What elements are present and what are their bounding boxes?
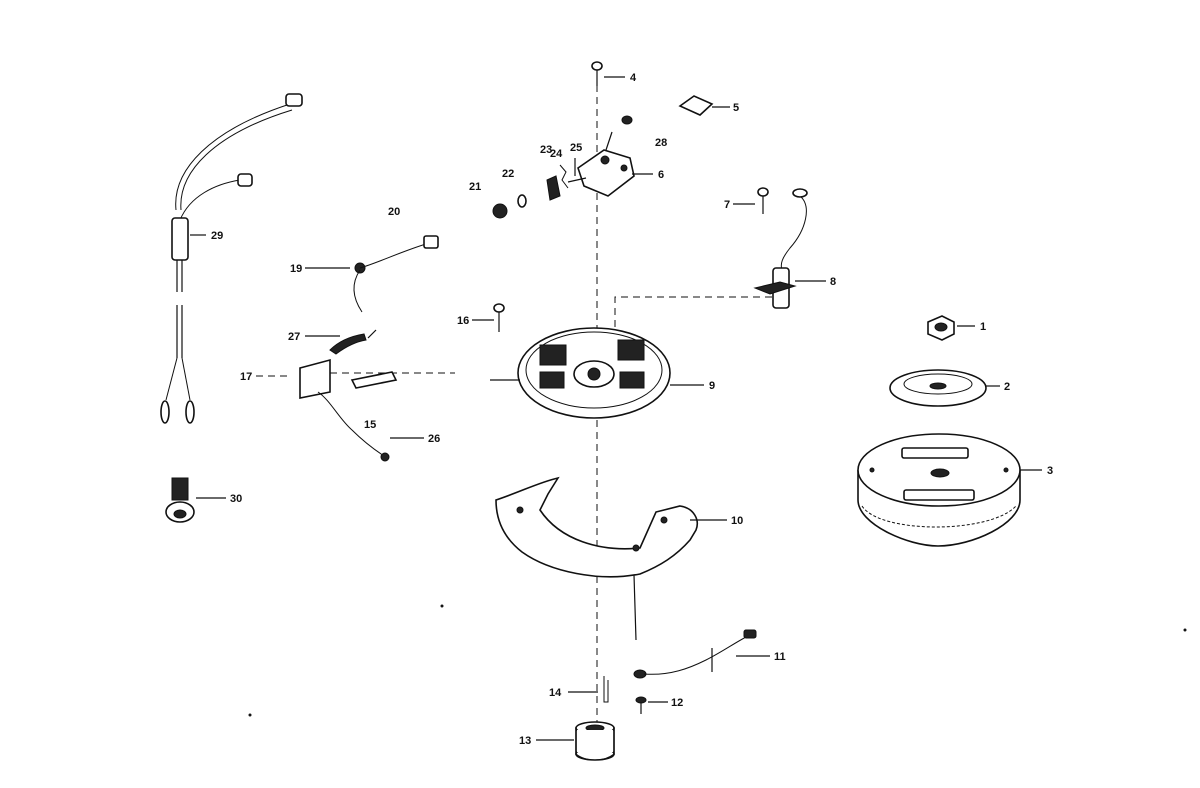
label-3: 3 bbox=[1047, 465, 1053, 477]
part-30-connector bbox=[165, 477, 195, 523]
label-29: 29 bbox=[211, 230, 223, 242]
part-12-screw bbox=[635, 696, 647, 714]
label-1: 1 bbox=[980, 321, 986, 333]
label-23: 23 bbox=[540, 144, 552, 156]
part-1-nut bbox=[927, 315, 955, 341]
label-28: 28 bbox=[655, 137, 667, 149]
part-19-20-ground-wire bbox=[353, 235, 439, 313]
part-5-pad bbox=[678, 95, 714, 116]
label-14: 14 bbox=[549, 687, 562, 699]
part-7-screw bbox=[757, 187, 769, 214]
part-24-spring bbox=[559, 164, 569, 189]
speck bbox=[1183, 628, 1187, 632]
part-29-wire-harness bbox=[160, 93, 303, 424]
part-17-bracket bbox=[299, 358, 398, 399]
label-21: 21 bbox=[469, 181, 481, 193]
label-15: 15 bbox=[364, 419, 376, 431]
part-28-clip bbox=[621, 115, 633, 125]
label-17: 17 bbox=[240, 371, 252, 383]
label-19: 19 bbox=[290, 263, 302, 275]
label-27: 27 bbox=[288, 331, 300, 343]
label-12: 12 bbox=[671, 697, 683, 709]
label-26: 26 bbox=[428, 433, 440, 445]
part-22-washer bbox=[517, 194, 527, 208]
label-13: 13 bbox=[519, 735, 531, 747]
part-16-screw bbox=[493, 303, 505, 332]
part-2-cup-washer bbox=[889, 369, 987, 407]
speck bbox=[248, 713, 252, 717]
part-10-shield-bracket bbox=[495, 476, 698, 641]
label-6: 6 bbox=[658, 169, 664, 181]
part-21-nut bbox=[492, 203, 508, 219]
speck bbox=[440, 604, 444, 608]
part-8-condenser bbox=[753, 188, 808, 309]
label-22: 22 bbox=[502, 168, 514, 180]
label-20: 20 bbox=[388, 206, 400, 218]
part-14-pin bbox=[603, 676, 609, 703]
label-11: 11 bbox=[774, 651, 786, 663]
label-10: 10 bbox=[731, 515, 743, 527]
label-8: 8 bbox=[830, 276, 836, 288]
label-30: 30 bbox=[230, 493, 242, 505]
leader-8-axis bbox=[614, 296, 772, 330]
part-13-bushing bbox=[575, 721, 615, 761]
part-27-clip bbox=[329, 329, 377, 355]
part-3-flywheel bbox=[857, 433, 1021, 547]
label-2: 2 bbox=[1004, 381, 1010, 393]
part-9-armature-plate bbox=[517, 327, 671, 419]
label-25: 25 bbox=[570, 142, 582, 154]
part-11-ground-lead bbox=[633, 629, 757, 679]
part-6-breaker-bracket bbox=[567, 131, 635, 197]
part-23-cam-wiper bbox=[546, 175, 561, 201]
label-24: 24 bbox=[550, 148, 563, 160]
part-4-screw bbox=[591, 61, 603, 86]
label-16: 16 bbox=[457, 315, 469, 327]
label-9: 9 bbox=[709, 380, 715, 392]
label-4: 4 bbox=[630, 72, 637, 84]
label-7: 7 bbox=[724, 199, 730, 211]
label-5: 5 bbox=[733, 102, 739, 114]
part-15-lead-wire bbox=[317, 391, 390, 462]
